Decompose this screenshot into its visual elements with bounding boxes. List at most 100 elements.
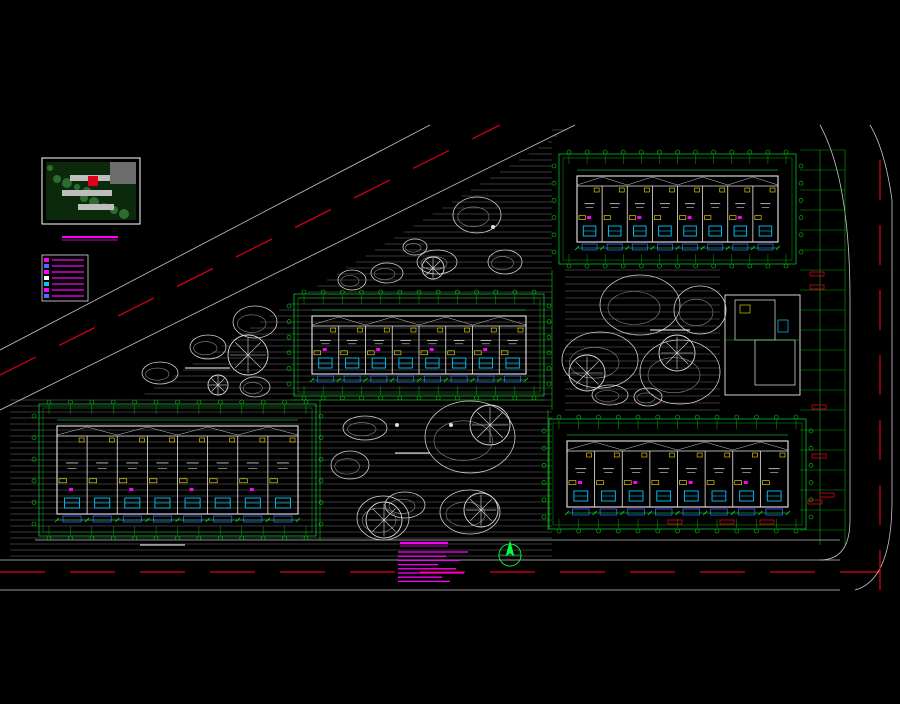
legend-swatch bbox=[44, 276, 49, 280]
axis-bubble-icon bbox=[493, 289, 498, 295]
key-plan-tree bbox=[47, 165, 53, 171]
balcony bbox=[757, 243, 774, 251]
fixture bbox=[474, 350, 482, 356]
axis-bubble-icon bbox=[551, 232, 557, 238]
stair-icon bbox=[318, 357, 333, 369]
level-mark bbox=[667, 519, 683, 525]
fixture bbox=[578, 215, 586, 220]
fixture bbox=[383, 327, 390, 333]
fixture bbox=[500, 350, 509, 356]
axis-bubble-icon bbox=[635, 414, 641, 420]
axis-bubble-icon bbox=[175, 399, 180, 405]
key-plan-tree bbox=[53, 175, 61, 183]
axis-bubble-icon bbox=[546, 350, 552, 356]
axis-bubble-icon bbox=[301, 395, 307, 401]
axis-bubble-icon bbox=[754, 528, 759, 534]
axis-bubble-icon bbox=[196, 535, 202, 541]
axis-bubble-icon bbox=[602, 149, 608, 155]
axis-bubble-icon bbox=[455, 289, 460, 295]
axis-bubble-icon bbox=[655, 414, 661, 420]
balcony bbox=[152, 515, 172, 523]
planting-bed-inner bbox=[647, 357, 701, 394]
balcony bbox=[710, 508, 728, 516]
planting-bed-inner bbox=[491, 256, 514, 271]
axis-bubble-icon bbox=[239, 399, 245, 405]
axis-bubble-icon bbox=[68, 535, 73, 541]
fixture bbox=[517, 327, 524, 333]
axis-bubble-icon bbox=[798, 249, 804, 255]
key-plan-block bbox=[110, 162, 136, 184]
stair-icon bbox=[766, 490, 782, 502]
balcony bbox=[581, 243, 598, 251]
level-mark bbox=[719, 519, 735, 525]
planting-bed-inner bbox=[388, 498, 416, 514]
fixture bbox=[118, 478, 128, 484]
axis-bubble-icon bbox=[546, 381, 552, 387]
annotation-tag bbox=[633, 481, 638, 484]
fixture bbox=[149, 478, 158, 484]
stair-icon bbox=[425, 357, 440, 369]
balcony bbox=[606, 243, 623, 251]
axis-bubble-icon bbox=[566, 263, 572, 269]
axis-bubble-icon bbox=[286, 350, 292, 356]
axis-bubble-icon bbox=[416, 289, 422, 295]
legend-swatch bbox=[44, 282, 49, 286]
axis-bubble-icon bbox=[46, 399, 52, 405]
planting-bed bbox=[337, 269, 367, 291]
planting-bed bbox=[370, 262, 404, 284]
axis-bubble-icon bbox=[196, 399, 202, 405]
roof-line bbox=[311, 316, 527, 326]
axis-bubble-icon bbox=[596, 414, 601, 420]
axis-bubble-icon bbox=[765, 263, 771, 269]
stair-icon bbox=[154, 497, 171, 509]
balcony bbox=[682, 508, 701, 516]
axis-bubble-icon bbox=[773, 414, 779, 420]
fixture bbox=[706, 480, 715, 485]
fixture bbox=[729, 215, 737, 220]
plaza-marker bbox=[449, 423, 453, 427]
axis-bubble-icon bbox=[340, 395, 345, 401]
fixture bbox=[139, 437, 145, 443]
balcony bbox=[370, 375, 388, 383]
fixture bbox=[724, 452, 731, 458]
fixture bbox=[641, 452, 648, 458]
key-plan[interactable] bbox=[41, 157, 141, 241]
planting-bed-inner bbox=[678, 298, 714, 326]
axis-bubble-icon bbox=[89, 535, 95, 541]
stair-icon bbox=[607, 225, 622, 237]
service-room bbox=[754, 339, 796, 386]
plaza-marker bbox=[395, 423, 399, 427]
axis-bubble-icon bbox=[541, 480, 547, 485]
axis-bubble-icon bbox=[474, 289, 479, 295]
roof-line bbox=[56, 426, 299, 436]
key-plan-block bbox=[62, 190, 112, 196]
annotation-tag bbox=[483, 348, 488, 351]
axis-bubble-icon bbox=[541, 445, 547, 451]
stair-icon bbox=[573, 490, 589, 502]
fixture bbox=[694, 187, 700, 193]
stair-icon bbox=[398, 357, 413, 369]
axis-bubble-icon bbox=[783, 149, 789, 155]
axis-bubble-icon bbox=[620, 149, 626, 155]
axis-bubble-icon bbox=[808, 480, 814, 485]
planting-bed-inner bbox=[347, 422, 377, 437]
axis-bubble-icon bbox=[729, 263, 735, 269]
axis-bubble-icon bbox=[541, 514, 547, 520]
stair-icon bbox=[214, 497, 231, 509]
fixture bbox=[586, 452, 592, 458]
axis-bubble-icon bbox=[551, 198, 557, 203]
stair-icon bbox=[274, 497, 291, 509]
road-edge bbox=[0, 124, 431, 351]
axis-bubble-icon bbox=[318, 500, 324, 505]
annotation-tag bbox=[587, 216, 592, 219]
fixture bbox=[367, 350, 375, 356]
axis-bubble-icon bbox=[798, 163, 804, 169]
planting-bed bbox=[561, 331, 639, 389]
planting-bed-inner bbox=[607, 291, 661, 325]
axis-bubble-icon bbox=[318, 435, 324, 440]
axis-bubble-icon bbox=[793, 414, 799, 420]
fixture bbox=[603, 215, 611, 220]
axis-bubble-icon bbox=[773, 528, 779, 534]
axis-bubble-icon bbox=[808, 428, 814, 434]
